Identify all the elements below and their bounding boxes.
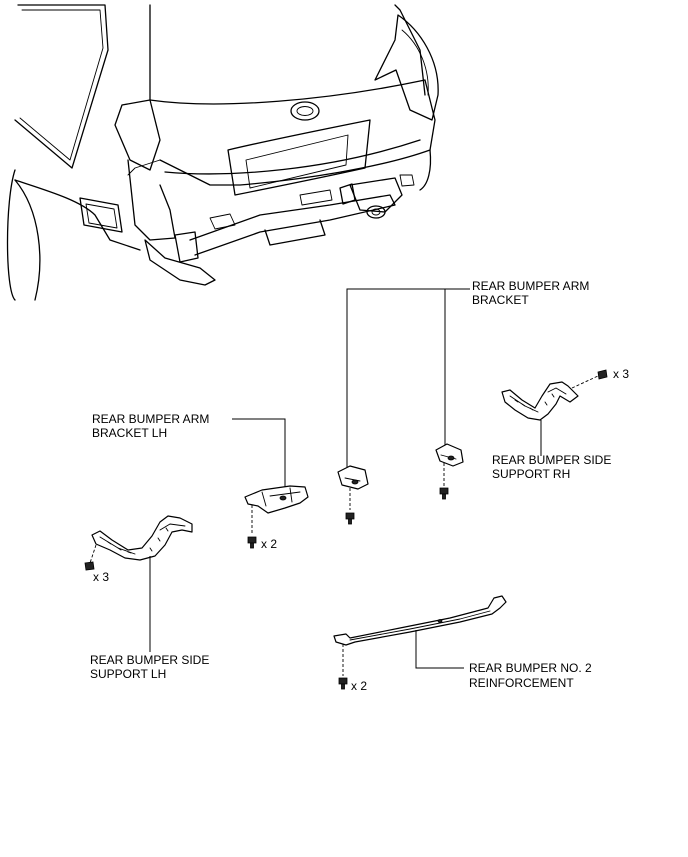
- side-support-rh-bolt-qty: x 3: [613, 367, 629, 381]
- reinforcement-bolt-qty: x 2: [351, 679, 367, 693]
- arm-bracket-lh-label-line1: REAR BUMPER ARM: [92, 412, 209, 426]
- vehicle-rear-illustration: [6, 4, 439, 301]
- side-support-lh-part: [89, 515, 193, 564]
- arm-bracket-lh-bolt-qty: x 2: [261, 537, 277, 551]
- arm-bracket-lh-label-line2: BRACKET LH: [92, 426, 167, 440]
- reinforcement-part: [333, 595, 507, 676]
- callout-side-support-rh: REAR BUMPER SIDE SUPPORT RH: [492, 420, 611, 481]
- arm-bracket-center-bolt-icon: [345, 512, 355, 525]
- arm-bracket-lh-bolt-icon: [247, 536, 257, 549]
- arm-bracket-label-line2: BRACKET: [472, 293, 529, 307]
- side-support-rh-label-line1: REAR BUMPER SIDE: [492, 453, 611, 467]
- callout-arm-bracket: REAR BUMPER ARM BRACKET: [346, 279, 589, 468]
- side-support-rh-label-line2: SUPPORT RH: [492, 467, 570, 481]
- side-support-lh-label-line2: SUPPORT LH: [90, 667, 166, 681]
- side-support-lh-bolt-qty: x 3: [93, 570, 109, 584]
- side-support-lh-bolt-icon: [84, 561, 95, 571]
- side-support-lh-label-line1: REAR BUMPER SIDE: [90, 653, 209, 667]
- arm-bracket-right-part: [435, 443, 464, 486]
- callout-reinforcement: REAR BUMPER NO. 2 REINFORCEMENT: [415, 630, 592, 690]
- reinforcement-label-line2: REINFORCEMENT: [469, 676, 574, 690]
- arm-bracket-center-part: [337, 465, 369, 510]
- arm-bracket-label-line1: REAR BUMPER ARM: [472, 279, 589, 293]
- side-support-rh-part: [501, 375, 599, 421]
- reinforcement-label-line1: REAR BUMPER NO. 2: [469, 661, 592, 675]
- arm-bracket-right-bolt-icon: [439, 487, 449, 500]
- side-support-rh-bolt-icon: [597, 369, 608, 380]
- reinforcement-bolt-icon: [338, 677, 348, 690]
- callout-arm-bracket-lh: REAR BUMPER ARM BRACKET LH: [92, 412, 286, 487]
- callout-side-support-lh: REAR BUMPER SIDE SUPPORT LH: [90, 556, 209, 681]
- arm-bracket-lh-part: [244, 485, 309, 535]
